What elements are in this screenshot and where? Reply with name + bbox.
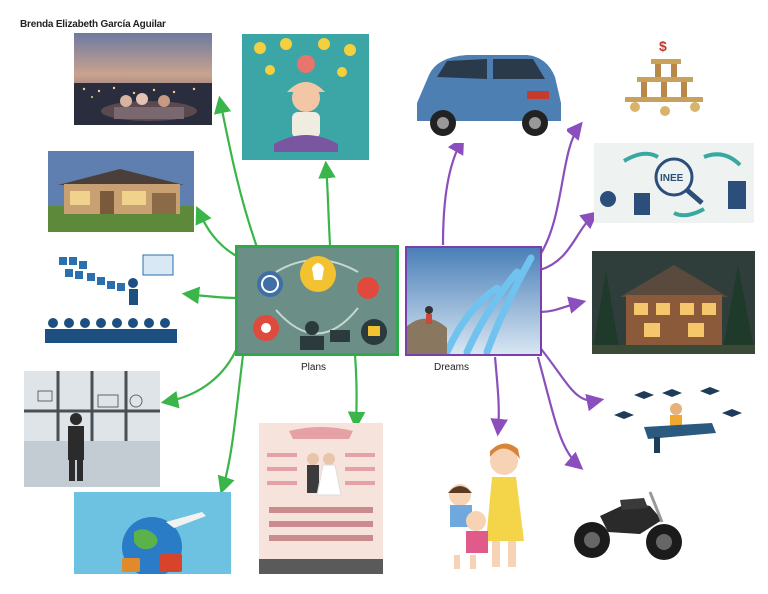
mother-children-cartoon bbox=[430, 437, 538, 574]
link-plans-wedding bbox=[347, 354, 366, 430]
plans-label: Plans bbox=[301, 362, 327, 373]
link-dreams-children bbox=[490, 356, 508, 437]
link-plans-businessman bbox=[160, 339, 242, 409]
travel-globe-plane-illustration bbox=[74, 492, 231, 574]
blue-suv-car-photo bbox=[407, 43, 567, 143]
link-dreams-money bbox=[539, 121, 583, 256]
motorcycle-photo bbox=[570, 472, 687, 574]
businessman-window-photo bbox=[24, 371, 160, 487]
wedding-infographic-image bbox=[259, 423, 383, 574]
modern-house-photo bbox=[48, 151, 194, 232]
svg-text:$: $ bbox=[659, 38, 667, 54]
link-plans-meditation bbox=[318, 160, 336, 246]
inee-evaluation-graphic: INEE bbox=[594, 143, 754, 223]
dreams-center-node bbox=[405, 246, 542, 356]
link-dreams-inee bbox=[539, 211, 599, 272]
svg-text:INEE: INEE bbox=[660, 173, 684, 184]
link-dreams-graduation bbox=[537, 344, 605, 412]
author-name: Brenda Elizabeth García Aguilar bbox=[20, 19, 166, 30]
graduation-desk-illustration bbox=[604, 387, 746, 455]
link-plans-map bbox=[181, 286, 237, 305]
log-cabin-house-photo bbox=[592, 251, 755, 354]
mexico-map-audience-illustration bbox=[41, 251, 181, 346]
city-night-view-photo bbox=[74, 33, 212, 125]
link-plans-house bbox=[195, 206, 241, 259]
meditation-ideas-illustration bbox=[242, 34, 369, 160]
plans-center-node bbox=[235, 245, 399, 356]
link-plans-city bbox=[213, 95, 260, 251]
dreams-label: Dreams bbox=[434, 362, 470, 373]
link-dreams-cabin bbox=[539, 296, 587, 314]
link-dreams-motorcycle bbox=[536, 356, 584, 470]
link-plans-travel bbox=[217, 354, 245, 495]
money-balance-image: $ bbox=[615, 37, 715, 123]
link-dreams-car bbox=[441, 136, 465, 246]
